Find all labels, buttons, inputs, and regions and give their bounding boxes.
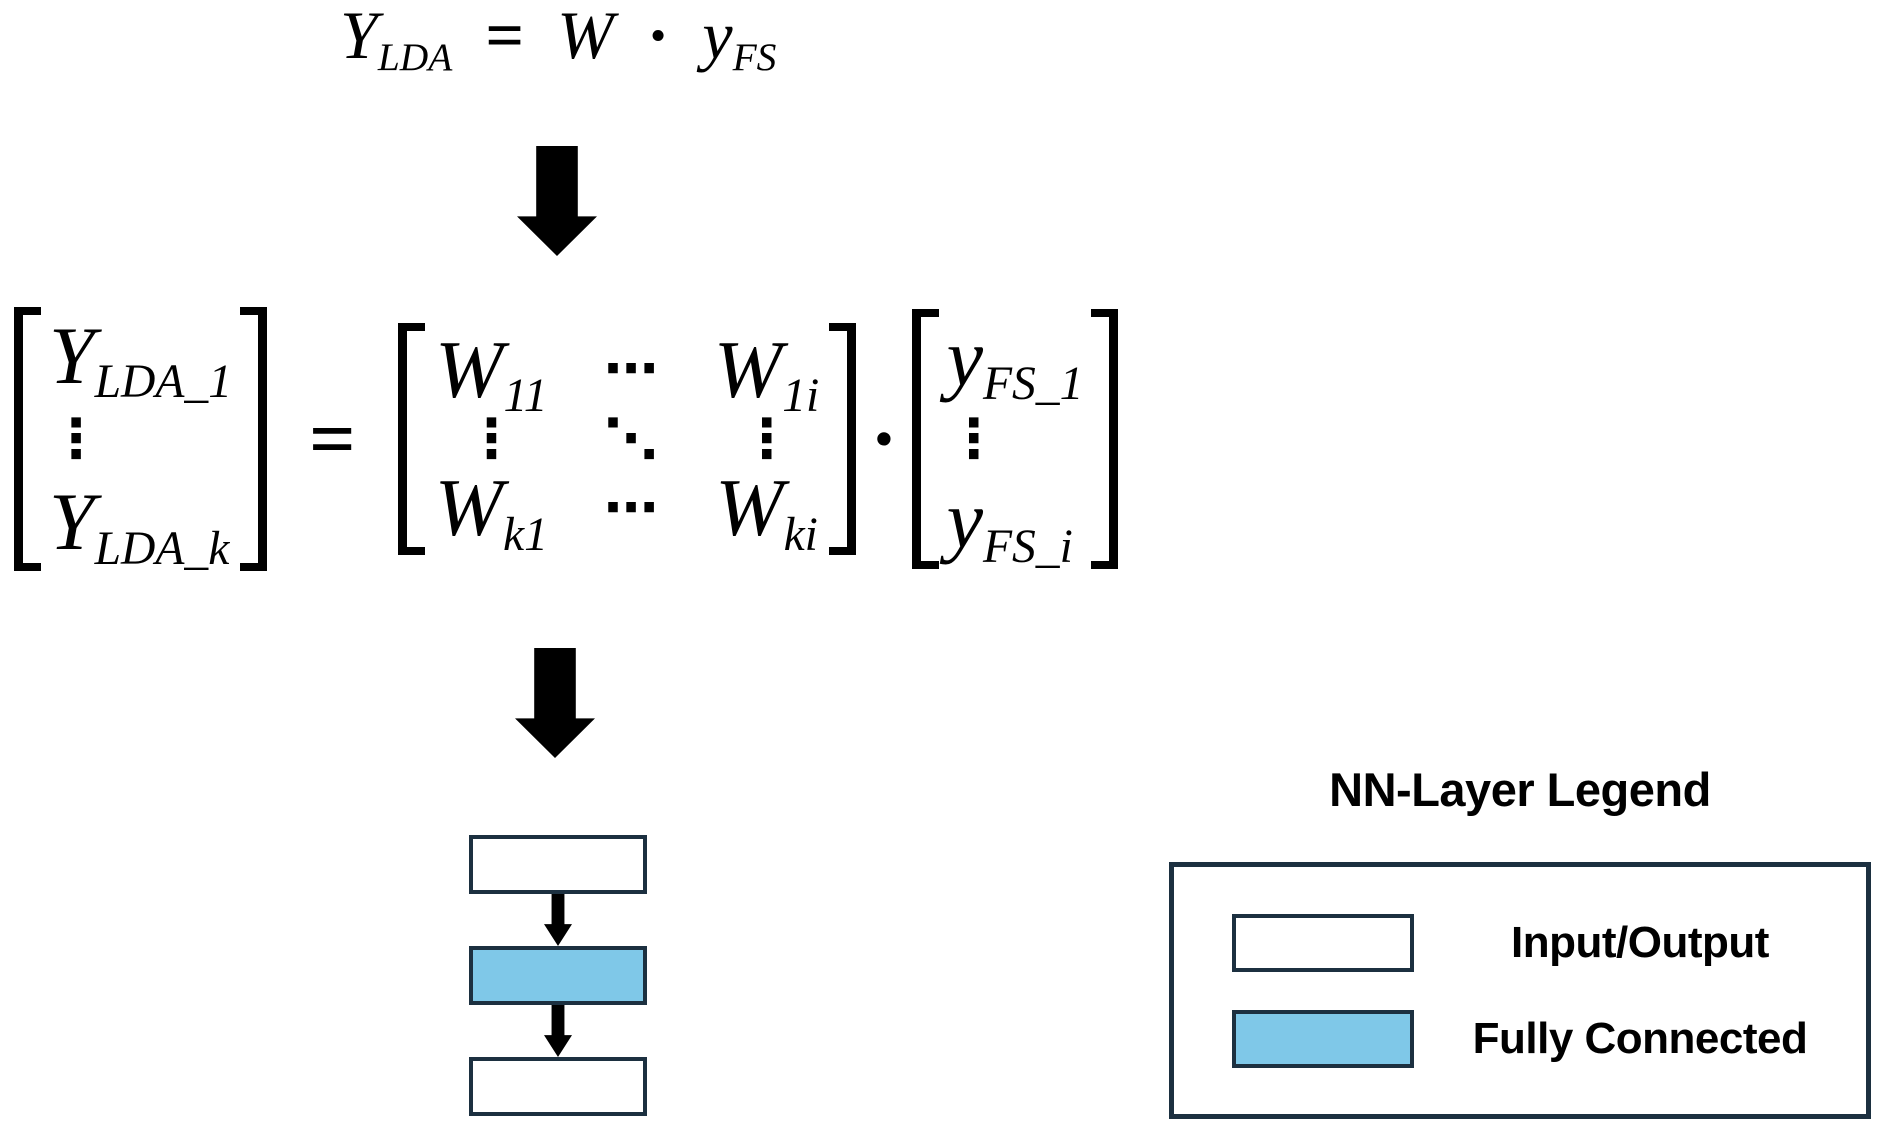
weight-matrix: W11 ⋯ W1i ⋮ ⋱ ⋮ Wk1 ⋯ Wki [397,322,857,561]
matrix-cell: Wk1 [434,462,548,561]
vertical-dots: ⋮ [464,406,519,470]
right-bracket [239,306,267,572]
equals-sign: = [485,0,525,73]
matrix-cell: YLDA_k [49,476,230,575]
legend-label: Input/Output [1511,917,1769,967]
dot-operator: · [646,0,670,73]
input-output-swatch [1232,913,1414,972]
matrix-cell: yFS_1 [946,311,1084,411]
right-bracket [829,322,857,556]
horizontal-dots: ⋯ [603,475,658,539]
equation-subscript: LDA [377,34,453,79]
left-bracket [397,322,425,556]
matrix-cell: YLDA_1 [49,309,232,409]
horizontal-dots: ⋯ [603,337,658,401]
right-bracket [1091,308,1119,570]
left-bracket [911,308,939,570]
matrix-equation: YLDA_1 ⋮ YLDA_k = W11 ⋯ W1i ⋮ ⋱ ⋮ Wk1 ⋯ … [14,298,1119,580]
fully-connected-layer-box [469,946,647,1005]
y-fs-vector: yFS_1 ⋮ yFS_i [911,308,1119,573]
matrix-cell: yFS_i [946,474,1073,573]
vertical-dots: ⋮ [739,406,794,470]
equation-subscript: FS [732,34,777,79]
input-layer-box [469,835,647,894]
equation-term: Y [340,0,378,73]
fully-connected-swatch [1232,1009,1414,1068]
legend-title: NN-Layer Legend [1329,763,1711,816]
nn-layer-legend: Input/Output Fully Connected [1169,862,1871,1119]
dot-operator: · [870,393,898,484]
matrix-cell: W1i [713,323,820,423]
matrix-cell: Wki [715,462,818,561]
legend-label: Fully Connected [1472,1013,1808,1063]
matrix-cell: W11 [435,323,548,423]
equals-sign: = [308,393,356,484]
legend-item-fully-connected: Fully Connected [1174,1009,1866,1068]
equation-term: W [557,0,614,73]
block-down-arrow-icon [515,648,595,758]
flow-down-arrow-icon [544,894,572,946]
left-bracket [14,306,41,572]
diagonal-dots: ⋱ [603,406,658,470]
equation-term: y [702,0,733,73]
nn-layer-stack [469,835,647,1116]
legend-item-input-output: Input/Output [1174,913,1866,972]
y-lda-vector: YLDA_1 ⋮ YLDA_k [14,306,267,575]
vertical-dots: ⋮ [946,406,1001,470]
lda-equation: YLDA = W · yFS [340,0,776,79]
block-down-arrow-icon [517,146,597,256]
output-layer-box [469,1057,647,1116]
flow-down-arrow-icon [544,1005,572,1057]
vertical-dots: ⋮ [49,406,103,470]
